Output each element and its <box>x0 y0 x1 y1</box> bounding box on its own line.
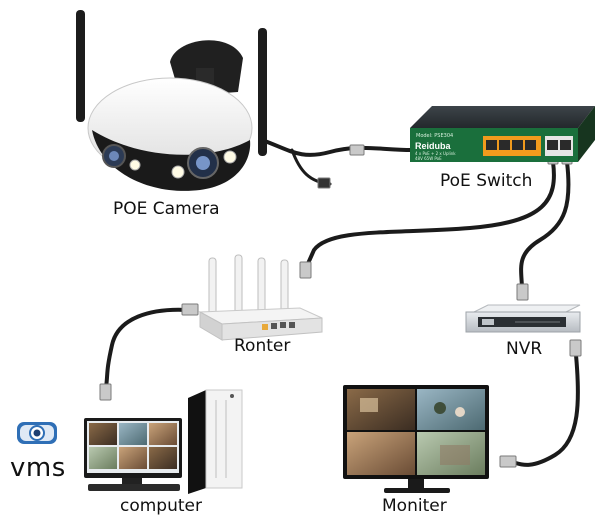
camera-light-right <box>223 150 237 164</box>
camera-antenna-right <box>258 28 267 156</box>
cable-switch-to-nvr <box>519 160 571 292</box>
monitor-neck <box>408 479 424 489</box>
label-poe-camera: POE Camera <box>113 199 220 219</box>
pc-keyboard <box>88 484 180 491</box>
label-poe-switch: PoE Switch <box>440 171 533 191</box>
poe-camera <box>76 10 267 191</box>
router-side <box>199 311 223 341</box>
router-antenna-2 <box>234 254 243 314</box>
router-antenna-1 <box>208 257 217 315</box>
switch-brand-text: Reiduba <box>415 141 451 151</box>
cable-router-to-pc <box>104 307 190 390</box>
camera-light-left <box>171 165 185 179</box>
pc-monitor-stand <box>122 478 142 484</box>
monitor-view-2 <box>417 389 485 430</box>
label-computer: computer <box>120 496 202 516</box>
camera-antenna-left <box>76 10 85 122</box>
plug-nvr-bottom <box>569 339 582 357</box>
switch-uplink-2 <box>560 140 571 150</box>
switch-spec-line1: 4 x PoE + 2 x Uplink <box>415 151 456 156</box>
plug-pc <box>99 383 112 401</box>
switch-model-text: Model: PSE304 <box>416 133 453 139</box>
label-monitor: Moniter <box>382 496 447 516</box>
label-router: Ronter <box>234 336 291 356</box>
switch-port-4 <box>525 140 536 150</box>
plug-monitor <box>499 455 517 468</box>
vms-camera-icon <box>17 422 57 444</box>
router-antenna-4 <box>280 259 289 315</box>
nvr <box>465 304 581 333</box>
plug-cam-b <box>317 177 331 189</box>
monitor <box>343 385 489 493</box>
plug-nvr-top <box>516 283 529 301</box>
router-antenna-3 <box>257 257 266 315</box>
monitor-view-3 <box>347 432 415 475</box>
network-cables <box>104 138 580 467</box>
plug-router <box>299 261 312 279</box>
computer <box>84 389 243 494</box>
switch-port-2 <box>499 140 510 150</box>
monitor-view-1 <box>347 389 415 430</box>
cable-nvr-to-monitor <box>510 353 580 467</box>
cable-camera-to-switch <box>260 138 414 157</box>
label-nvr: NVR <box>506 339 543 359</box>
plug-cam <box>349 144 365 156</box>
switch-spec-line2: 48V 65W PoE <box>415 156 442 161</box>
nvr-top <box>473 304 581 313</box>
switch-uplink-1 <box>547 140 558 150</box>
pc-tower-side <box>188 390 206 494</box>
pc-tower-front <box>205 389 243 489</box>
switch-top <box>410 106 595 128</box>
router <box>198 254 323 341</box>
label-vms: vms <box>10 453 66 483</box>
cable-switch-to-router <box>304 160 556 270</box>
monitor-stand <box>384 488 450 493</box>
switch-side <box>578 106 595 162</box>
switch-port-1 <box>486 140 497 150</box>
switch-port-3 <box>512 140 523 150</box>
poe-switch: Model: PSE304 Reiduba 4 x PoE + 2 x Upli… <box>410 106 595 162</box>
plug-router-pc <box>181 303 199 316</box>
